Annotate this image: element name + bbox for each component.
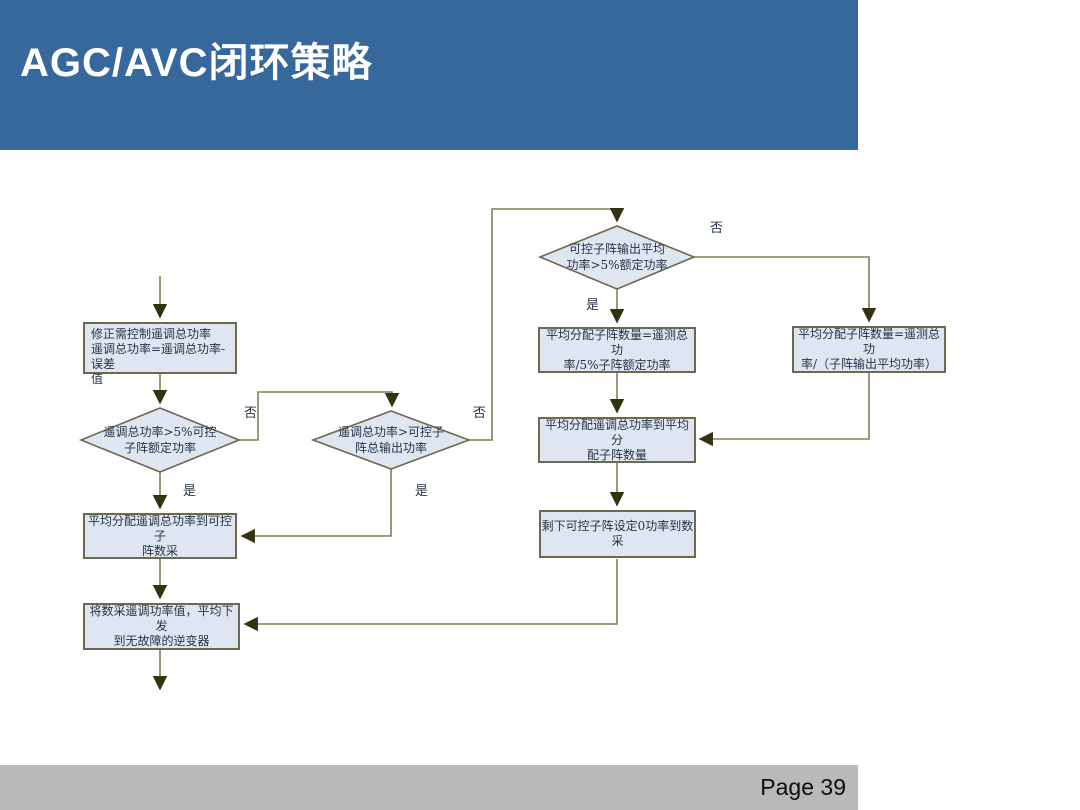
branch-label-d1-no: 否	[244, 406, 258, 421]
branch-label-d1-yes: 是	[183, 484, 197, 499]
branch-label-d3-yes: 是	[586, 298, 600, 313]
flow-node-set-zero-power: 剩下可控子阵设定0功率到数采	[539, 510, 696, 558]
slide-title: AGC/AVC闭环策略	[20, 41, 373, 85]
flow-node-calc-qty-by-avg-output: 平均分配子阵数量=遥测总功 率/（子阵输出平均功率）	[792, 326, 946, 373]
flow-node-avg-to-controllable: 平均分配遥调总功率到可控子 阵数采	[83, 513, 237, 559]
decision-total-gt-output	[310, 410, 472, 470]
flow-node-correct-power: 修正需控制遥调总功率 遥调总功率=遥调总功率-误差 值	[83, 322, 237, 386]
decision-avg-output-gt-5pct	[537, 225, 697, 290]
slide-footer: Page 39	[0, 765, 858, 810]
flow-node-calc-qty-by-rated: 平均分配子阵数量=遥测总功 率/5%子阵额定功率	[538, 327, 696, 373]
branch-label-d3-no: 否	[710, 221, 724, 236]
connector-d2-no-to-d3	[469, 208, 625, 441]
decision-total-gt-5pct-rated	[78, 407, 242, 473]
slide-header: AGC/AVC闭环策略	[0, 0, 858, 150]
connector-d1-no-to-d2	[239, 391, 400, 441]
flow-node-send-to-inverters: 将数采遥调功率值，平均下发 到无故障的逆变器	[83, 603, 240, 650]
connector-d3-no-to-calcavg	[694, 256, 877, 323]
connector-zero-to-send	[243, 559, 618, 632]
branch-label-d2-no: 否	[473, 406, 487, 421]
flow-node-avg-to-assigned-qty: 平均分配遥调总功率到平均分 配子阵数量	[538, 417, 696, 463]
connector-d2-yes-to-avgctrl	[240, 469, 392, 544]
page-number: Page 39	[760, 774, 846, 800]
branch-label-d2-yes: 是	[415, 484, 429, 499]
connector-calcavg-to-assigned	[698, 373, 870, 447]
